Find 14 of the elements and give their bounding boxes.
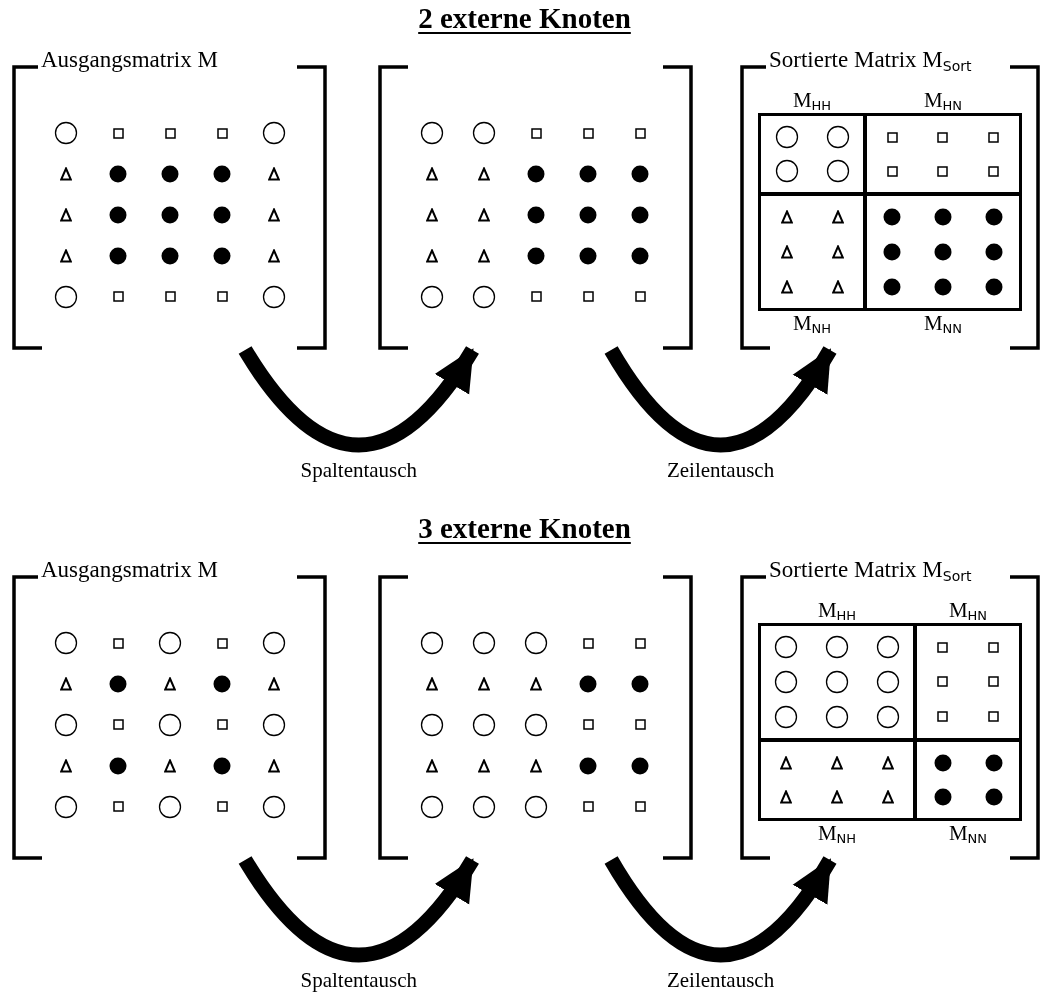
curved-arrow xyxy=(604,346,837,453)
submatrix-label: M$_{HH}$ xyxy=(792,90,832,111)
submatrix-label: M$_{HH}$ xyxy=(817,600,857,621)
curved-arrow xyxy=(238,855,479,963)
submatrix-label: M$_{HN}$ xyxy=(948,600,988,621)
curved-arrow xyxy=(238,345,479,453)
section-title: 3 externe Knoten xyxy=(418,514,631,543)
submatrix-label: M$_{NH}$ xyxy=(792,313,832,334)
submatrix-label: M$_{NN}$ xyxy=(948,823,988,844)
submatrix-label: M$_{HN}$ xyxy=(923,90,963,111)
curved-arrow xyxy=(604,856,837,963)
submatrix-label: M$_{NH}$ xyxy=(817,823,857,844)
section-title: 2 externe Knoten xyxy=(418,4,631,33)
submatrix-label: M$_{NN}$ xyxy=(923,313,963,334)
